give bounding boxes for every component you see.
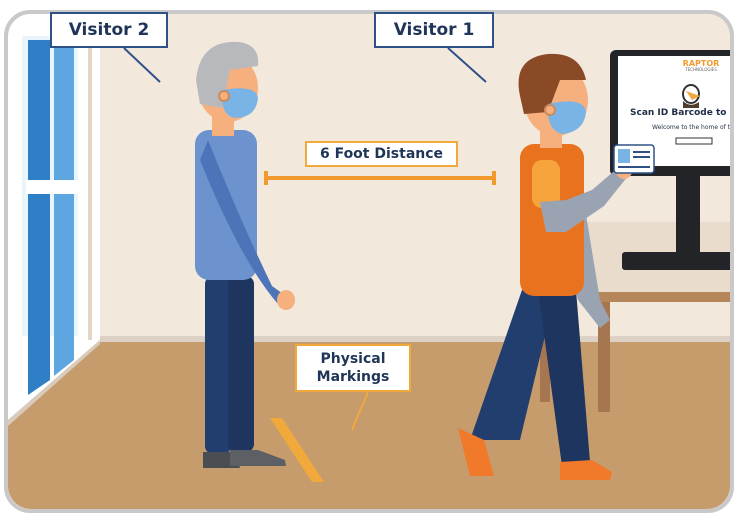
physical-markings-line2: Markings: [316, 369, 390, 385]
physical-markings-label: Physical Markings: [295, 344, 411, 392]
visitor-1-figure: [458, 53, 633, 480]
kiosk-subheading: Welcome to the home of the: [652, 124, 730, 131]
distance-indicator: [264, 171, 496, 185]
visitor-1-label: Visitor 1: [374, 12, 494, 48]
kiosk-brand-sub: TECHNOLOGIES: [685, 67, 717, 72]
distance-label: 6 Foot Distance: [305, 141, 458, 167]
distance-label-text: 6 Foot Distance: [319, 146, 444, 162]
visitor-2-label: Visitor 2: [50, 12, 168, 48]
baseboard: [8, 336, 730, 342]
kiosk-brand: RAPTOR: [682, 59, 720, 68]
kiosk-heading: Scan ID Barcode to Sig: [630, 108, 730, 118]
floor-marking: [270, 418, 324, 482]
visitor-2-pointer: [123, 47, 161, 83]
visitor-2-figure: [195, 41, 295, 468]
id-card: [613, 144, 655, 174]
window: [8, 14, 100, 426]
markings-pointer: [351, 391, 369, 431]
visitor-1-pointer: [447, 47, 487, 83]
visitor-1-label-text: Visitor 1: [393, 20, 475, 40]
physical-markings-line1: Physical: [320, 351, 386, 367]
visitor-2-label-text: Visitor 2: [68, 20, 150, 40]
